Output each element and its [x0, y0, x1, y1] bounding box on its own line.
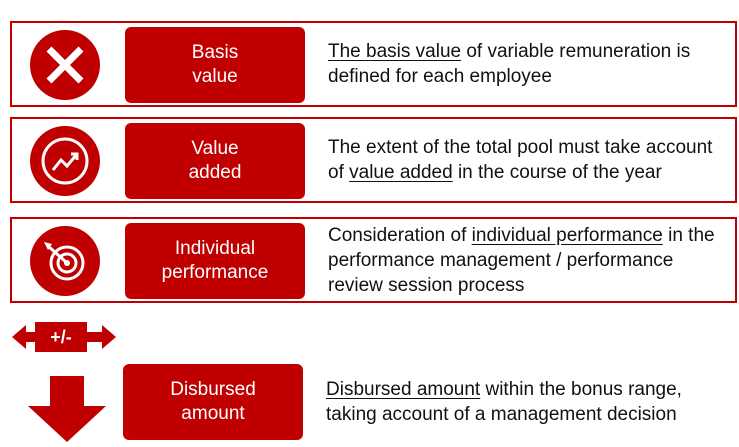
- desc-text: The extent of the total pool must take a…: [328, 137, 713, 183]
- target-icon: [30, 226, 100, 296]
- label-value-added: Value added: [125, 123, 305, 199]
- desc-text: Consideration of: [328, 224, 472, 246]
- link-basis-value: The basis value: [328, 41, 462, 62]
- description-individual-performance: Consideration of individual performance …: [328, 219, 728, 301]
- link-individual-performance: individual performance: [471, 224, 663, 246]
- row-individual-performance: Individual performance Consideration of …: [10, 217, 737, 303]
- adjustment-indicator: +/-: [10, 322, 120, 352]
- row-value-added: Value added The extent of the total pool…: [10, 117, 737, 203]
- description-value-added: The extent of the total pool must take a…: [328, 119, 728, 201]
- description-disbursed-amount: Disbursed amount within the bonus range,…: [326, 362, 726, 442]
- desc-text: in the course of the year: [452, 162, 662, 183]
- growth-chart-icon: [30, 126, 100, 196]
- row-disbursed-amount: Disbursed amount Disbursed amount within…: [10, 362, 737, 442]
- plus-minus-badge: +/-: [35, 322, 87, 352]
- label-basis-value: Basis value: [125, 27, 305, 103]
- link-value-added: value added: [349, 162, 453, 183]
- desc-text: within the bonus range, taking account o…: [326, 379, 682, 425]
- x-icon: [30, 30, 100, 100]
- description-basis-value: The basis value of variable remuneration…: [328, 23, 728, 105]
- desc-text: in the performance management / performa…: [328, 224, 715, 296]
- link-disbursed-amount: Disbursed amount: [326, 379, 481, 400]
- row-basis-value: Basis value The basis value of variable …: [10, 21, 737, 107]
- label-individual-performance: Individual performance: [125, 223, 305, 299]
- label-disbursed-amount: Disbursed amount: [123, 364, 303, 440]
- desc-text: of variable remuneration is defined for …: [328, 41, 691, 87]
- down-arrow-icon: [28, 376, 106, 442]
